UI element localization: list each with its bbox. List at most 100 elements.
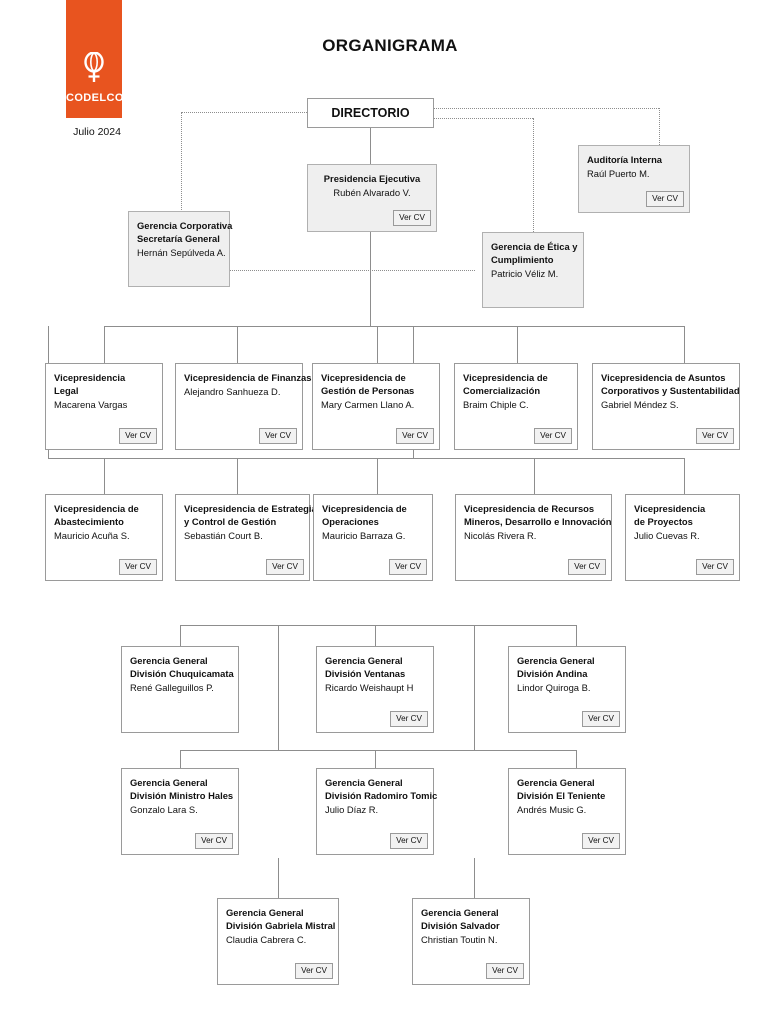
node-auditoria-interna[interactable]: Auditoría Interna Raúl Puerto M. Ver CV [578,145,690,213]
dotted-secretaria-vertical [181,112,182,230]
ver-cv-button[interactable]: Ver CV [195,833,233,849]
node-title-line1: Vicepresidencia de [322,503,407,514]
ver-cv-button[interactable]: Ver CV [696,559,734,575]
node-title-line1: Gerencia General [421,907,499,918]
ver-cv-button[interactable]: Ver CV [119,559,157,575]
dotted-etica-vertical [533,118,534,232]
connector-div1-drop-1 [180,625,181,646]
node-presidencia-ejecutiva[interactable]: Presidencia Ejecutiva Rubén Alvarado V. … [307,164,437,232]
node-title-line1: Gerencia Corporativa [137,220,233,231]
ver-cv-button[interactable]: Ver CV [534,428,572,444]
node-title-line1: Gerencia General [226,907,304,918]
node-title-line2: División Ventanas [325,668,406,679]
node-vicepresidencia-legal[interactable]: Vicepresidencia Legal Macarena Vargas Ve… [45,363,163,450]
ver-cv-button[interactable]: Ver CV [393,210,431,226]
node-title-line1: Gerencia General [517,655,595,666]
node-vicepresidencia-asuntos-corporativos-sustentabilidad[interactable]: Vicepresidencia de Asuntos Corporativos … [592,363,740,450]
node-title-line1: Vicepresidencia de [463,372,548,383]
ver-cv-button[interactable]: Ver CV [646,191,684,207]
node-person: Christian Toutin N. [421,934,498,945]
node-person: Claudia Cabrera C. [226,934,307,945]
node-title-line2: División Andina [517,668,588,679]
node-person: Ricardo Weishaupt H [325,682,414,693]
node-title-line2: División Chuquicamata [130,668,234,679]
dotted-directorio-auditoria [433,108,659,109]
node-title-line2: Cumplimiento [491,254,554,265]
dotted-auditoria-vertical [659,108,660,145]
connector-vp-row2-bus [48,458,684,459]
node-division-salvador[interactable]: Gerencia General División Salvador Chris… [412,898,530,985]
node-person: Julio Díaz R. [325,804,379,815]
node-vicepresidencia-recursos-mineros-desarrollo-innovacion[interactable]: Vicepresidencia de Recursos Mineros, Des… [455,494,612,581]
node-title: DIRECTORIO [331,106,410,120]
ver-cv-button[interactable]: Ver CV [486,963,524,979]
node-title-line2: Operaciones [322,516,379,527]
ver-cv-button[interactable]: Ver CV [119,428,157,444]
node-vicepresidencia-finanzas[interactable]: Vicepresidencia de Finanzas Alejandro Sa… [175,363,312,450]
node-title-line1: Vicepresidencia de Finanzas [184,372,312,383]
node-division-gabriela-mistral[interactable]: Gerencia General División Gabriela Mistr… [217,898,339,985]
ver-cv-button[interactable]: Ver CV [390,711,428,727]
connector-presidencia-trunk [370,232,371,326]
connector-div-spine-2 [474,625,475,750]
node-title-line2: División Salvador [421,920,500,931]
node-vicepresidencia-gestion-de-personas[interactable]: Vicepresidencia de Gestión de Personas M… [312,363,440,450]
ver-cv-button[interactable]: Ver CV [696,428,734,444]
node-title-line2: Legal [54,385,79,396]
ver-cv-button[interactable]: Ver CV [396,428,434,444]
node-person: Nicolás Rivera R. [464,530,537,541]
connector-div-row1-bus [180,625,576,626]
node-vicepresidencia-comercializacion[interactable]: Vicepresidencia de Comercialización Brai… [454,363,578,450]
node-division-chuquicamata[interactable]: Gerencia General División Chuquicamata R… [121,646,239,733]
ver-cv-button[interactable]: Ver CV [390,833,428,849]
connector-div-row3-drop-1 [278,858,279,898]
node-division-ministro-hales[interactable]: Gerencia General División Ministro Hales… [121,768,239,855]
node-person: Rubén Alvarado V. [333,187,411,198]
node-title-line1: Gerencia General [325,777,403,788]
node-division-el-teniente[interactable]: Gerencia General División El Teniente An… [508,768,626,855]
node-person: Alejandro Sanhueza D. [184,386,281,397]
node-title-line1: Vicepresidencia de Asuntos [601,372,726,383]
node-title-line1: Gerencia de Ética y [491,241,578,252]
connector-vp2-drop-1 [104,458,105,494]
node-vicepresidencia-proyectos[interactable]: Vicepresidencia de Proyectos Julio Cueva… [625,494,740,581]
connector-vp1-drop-3 [377,326,378,363]
node-person: Andrés Music G. [517,804,587,815]
node-gerencia-corporativa-secretaria-general[interactable]: Gerencia Corporativa Secretaría General … [128,211,233,287]
node-vicepresidencia-operaciones[interactable]: Vicepresidencia de Operaciones Mauricio … [313,494,433,581]
dotted-secretaria-etica-link [229,270,475,271]
connector-vp2-drop-2 [237,458,238,494]
connector-div-spine-1 [278,625,279,750]
ver-cv-button[interactable]: Ver CV [568,559,606,575]
node-title-line2: Comercialización [463,385,541,396]
node-division-andina[interactable]: Gerencia General División Andina Lindor … [508,646,626,733]
node-person: Sebastián Court B. [184,530,263,541]
codelco-wordmark: CODELCO [66,92,124,104]
ver-cv-button[interactable]: Ver CV [582,711,620,727]
node-person: Gabriel Méndez S. [601,399,679,410]
node-division-radomiro-tomic[interactable]: Gerencia General División Radomiro Tomic… [316,768,437,855]
ver-cv-button[interactable]: Ver CV [582,833,620,849]
node-vicepresidencia-estrategia-control-gestion[interactable]: Vicepresidencia de Estrategia y Control … [175,494,317,581]
node-person: Julio Cuevas R. [634,530,700,541]
connector-vp1-drop-1 [104,326,105,363]
node-title-line2: Secretaría General [137,233,220,244]
ver-cv-button[interactable]: Ver CV [295,963,333,979]
node-person: Gonzalo Lara S. [130,804,198,815]
connector-directorio-presidencia [370,128,371,164]
connector-vp2-drop-3 [377,458,378,494]
codelco-venus-symbol-icon [84,52,104,82]
node-title-line1: Vicepresidencia [54,372,126,383]
node-gerencia-etica-cumplimiento[interactable]: Gerencia de Ética y Cumplimiento Patrici… [482,232,584,308]
node-person: Mary Carmen Llano A. [321,399,415,410]
node-title-line1: Gerencia General [130,655,208,666]
connector-vp-row1-bus [104,326,684,327]
node-vicepresidencia-abastecimiento[interactable]: Vicepresidencia de Abastecimiento Mauric… [45,494,163,581]
ver-cv-button[interactable]: Ver CV [266,559,304,575]
node-directorio[interactable]: DIRECTORIO [307,98,434,128]
ver-cv-button[interactable]: Ver CV [389,559,427,575]
node-title: Presidencia Ejecutiva [323,173,421,184]
node-division-ventanas[interactable]: Gerencia General División Ventanas Ricar… [316,646,434,733]
connector-div2-drop-2 [375,750,376,768]
ver-cv-button[interactable]: Ver CV [259,428,297,444]
